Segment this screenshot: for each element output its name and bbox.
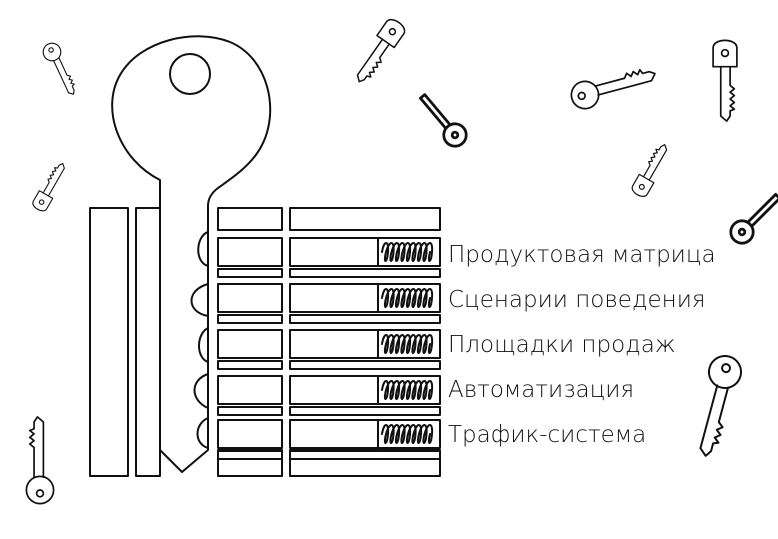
spring-icon	[381, 424, 434, 444]
cylinder-slat	[289, 314, 441, 324]
spring-chamber	[377, 283, 441, 313]
key-icon	[42, 42, 75, 95]
spring-chamber	[377, 329, 441, 359]
key-icon	[699, 355, 742, 457]
tumbler-pin	[289, 283, 379, 313]
cylinder-slat	[217, 207, 283, 231]
labels-group: Продуктовая матрица Сценарии поведения П…	[448, 242, 716, 448]
cylinder-slat	[217, 268, 283, 278]
label-behavior-scenarios: Сценарии поведения	[448, 287, 705, 313]
cylinder-slat	[289, 268, 441, 278]
cylinder-slat	[289, 360, 441, 370]
cylinder-slat	[289, 207, 441, 231]
spring-icon	[381, 334, 434, 354]
tumbler-left	[217, 329, 283, 359]
spring-icon	[381, 380, 434, 400]
key-icon	[32, 162, 65, 212]
key-icon	[631, 144, 668, 197]
cylinder-slat	[289, 449, 441, 477]
label-traffic-system: Трафик-система	[448, 422, 646, 448]
cylinder-slat	[289, 406, 441, 416]
tumbler-left	[217, 419, 283, 449]
tumbler-left	[217, 237, 283, 267]
tumbler-pin	[289, 237, 379, 267]
tumbler-pin	[289, 419, 379, 449]
tumbler-pin	[289, 375, 379, 405]
big-key-icon	[111, 35, 272, 473]
key-icon	[570, 68, 656, 110]
cylinder-slat	[217, 449, 283, 477]
cylinder-slat	[217, 314, 283, 324]
lock-bar-1	[89, 207, 129, 477]
lock-cylinder-icon	[217, 207, 441, 477]
label-product-matrix: Продуктовая матрица	[448, 242, 716, 268]
lock-bar-2	[135, 207, 161, 477]
label-automation: Автоматизация	[448, 377, 634, 403]
tumbler-left	[217, 283, 283, 313]
spring-chamber	[377, 375, 441, 405]
key-hole	[169, 53, 211, 95]
cylinder-slat	[289, 450, 441, 460]
spring-icon	[381, 288, 434, 308]
key-icon	[712, 39, 738, 122]
label-sales-platforms: Площадки продаж	[448, 332, 676, 358]
spring-chamber	[377, 237, 441, 267]
key-icon	[356, 18, 406, 83]
spring-icon	[381, 242, 434, 262]
cylinder-slat	[217, 450, 283, 460]
cylinder-slat	[217, 360, 283, 370]
small-keys	[25, 18, 778, 505]
key-icon	[419, 93, 468, 148]
spring-chamber	[377, 419, 441, 449]
tumbler-pin	[289, 329, 379, 359]
tumbler-left	[217, 375, 283, 405]
key-icon	[25, 416, 55, 505]
cylinder-slat	[217, 406, 283, 416]
key-icon	[729, 192, 778, 245]
